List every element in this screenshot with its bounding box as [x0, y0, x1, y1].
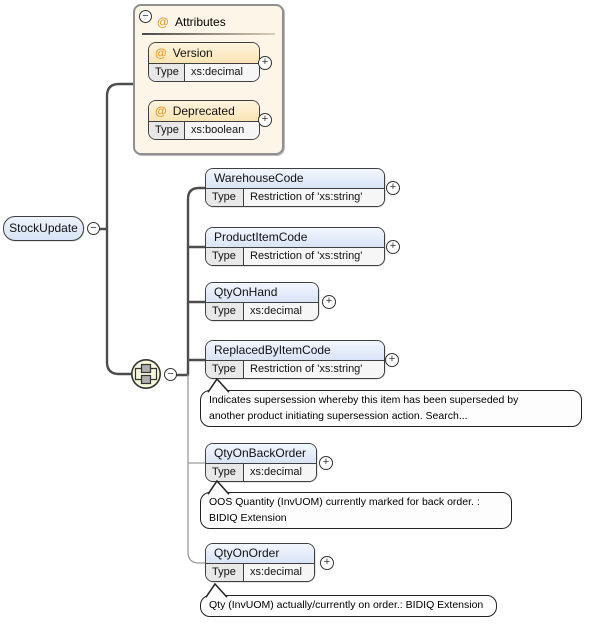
- element-replacedbyitemcode[interactable]: ReplacedByItemCode Type Restriction of '…: [205, 340, 385, 379]
- attributes-panel-title: Attributes: [175, 15, 226, 29]
- type-value: xs:decimal: [244, 564, 314, 581]
- attributes-panel: @ Attributes @Version Type xs:decimal @D…: [133, 4, 284, 155]
- at-icon: @: [157, 15, 169, 29]
- type-value: xs:decimal: [244, 303, 318, 320]
- type-label: Type: [206, 564, 244, 581]
- attributes-collapse-button[interactable]: −: [139, 10, 152, 23]
- annotation-qtyonbackorder: OOS Quantity (InvUOM) currently marked f…: [200, 492, 512, 529]
- annotation-replacedbyitemcode: Indicates supersession whereby this item…: [200, 390, 582, 427]
- at-icon: @: [155, 104, 167, 118]
- annotation-qtyonorder: Qty (InvUOM) actually/currently on order…: [200, 595, 497, 617]
- element-productitemcode[interactable]: ProductItemCode Type Restriction of 'xs:…: [205, 227, 385, 266]
- element-name: ReplacedByItemCode: [206, 341, 384, 361]
- element-warehousecode[interactable]: WarehouseCode Type Restriction of 'xs:st…: [205, 168, 385, 207]
- element-qtyonbackorder[interactable]: QtyOnBackOrder Type xs:decimal: [205, 443, 317, 482]
- qtyonorder-expand-button[interactable]: +: [320, 556, 334, 570]
- attribute-version-name: @Version: [149, 43, 259, 64]
- attribute-deprecated[interactable]: @Deprecated Type xs:boolean: [148, 100, 260, 140]
- type-label: Type: [206, 303, 244, 320]
- type-value: xs:decimal: [185, 64, 259, 81]
- type-value: xs:boolean: [185, 122, 259, 139]
- type-label: Type: [206, 248, 244, 265]
- element-qtyonorder[interactable]: QtyOnOrder Type xs:decimal: [205, 543, 315, 582]
- element-name: WarehouseCode: [206, 169, 384, 189]
- element-name: ProductItemCode: [206, 228, 384, 248]
- at-icon: @: [155, 46, 167, 60]
- element-qtyonhand[interactable]: QtyOnHand Type xs:decimal: [205, 282, 319, 321]
- type-value: Restriction of 'xs:string': [244, 248, 384, 265]
- attribute-deprecated-expand-button[interactable]: +: [258, 113, 272, 127]
- attribute-version[interactable]: @Version Type xs:decimal: [148, 42, 260, 82]
- sequence-compositor-icon[interactable]: [129, 357, 163, 391]
- warehousecode-expand-button[interactable]: +: [386, 181, 400, 195]
- productitemcode-expand-button[interactable]: +: [386, 240, 400, 254]
- attribute-deprecated-name: @Deprecated: [149, 101, 259, 122]
- attribute-version-expand-button[interactable]: +: [258, 56, 272, 70]
- attributes-panel-separator: [142, 33, 275, 35]
- type-value: Restriction of 'xs:string': [244, 361, 384, 378]
- root-collapse-button[interactable]: −: [87, 222, 100, 235]
- type-label: Type: [206, 361, 244, 378]
- sequence-collapse-button[interactable]: −: [164, 368, 177, 381]
- element-name: QtyOnHand: [206, 283, 318, 303]
- replacedbyitemcode-expand-button[interactable]: +: [385, 353, 399, 367]
- qtyonhand-expand-button[interactable]: +: [322, 295, 336, 309]
- element-name: QtyOnBackOrder: [206, 444, 316, 464]
- type-label: Type: [149, 122, 185, 139]
- qtyonbackorder-expand-button[interactable]: +: [319, 456, 333, 470]
- type-label: Type: [206, 189, 244, 206]
- type-value: Restriction of 'xs:string': [244, 189, 384, 206]
- type-value: xs:decimal: [244, 464, 316, 481]
- root-element-stockupdate[interactable]: StockUpdate: [3, 216, 84, 241]
- element-name: QtyOnOrder: [206, 544, 314, 564]
- type-label: Type: [149, 64, 185, 81]
- type-label: Type: [206, 464, 244, 481]
